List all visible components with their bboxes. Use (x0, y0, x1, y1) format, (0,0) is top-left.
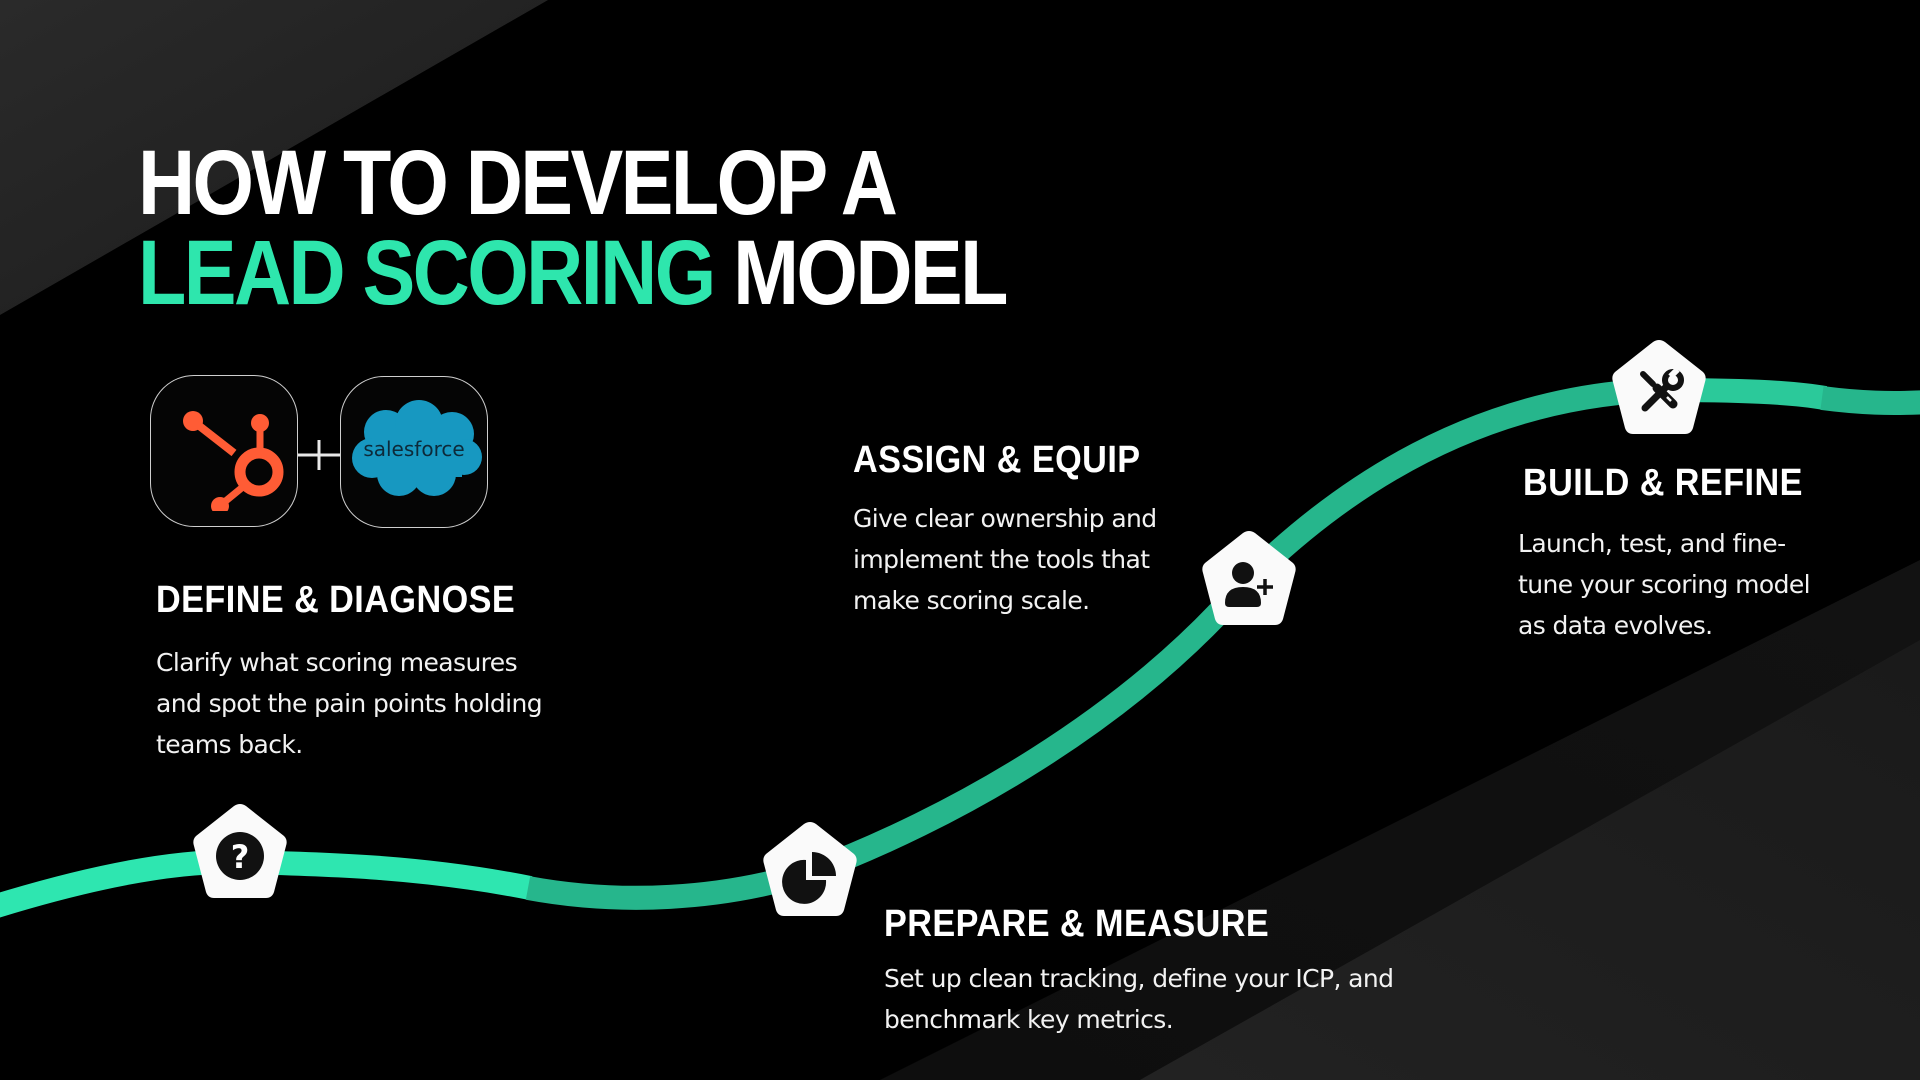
step-node-build (1609, 338, 1709, 438)
title-accent: LEAD SCORING (138, 222, 716, 324)
question-icon: ? (193, 804, 287, 898)
svg-text:salesforce: salesforce (363, 437, 464, 461)
step-desc-assign: Give clear ownership and implement the t… (853, 504, 1157, 615)
step-desc-define: Clarify what scoring measures and spot t… (156, 648, 543, 759)
add-user-icon (1202, 531, 1296, 625)
salesforce-logo-icon: salesforce (352, 400, 482, 496)
title-line-2: LEAD SCORING MODEL (138, 227, 1008, 319)
plus-icon (298, 440, 340, 470)
title-rest: MODEL (733, 222, 1008, 324)
hubspot-logo-card (150, 375, 298, 527)
tools-icon (1612, 340, 1706, 434)
page-title: HOW TO DEVELOP A LEAD SCORING MODEL (138, 132, 1147, 319)
hubspot-logo-icon (183, 411, 284, 511)
step-node-prepare (760, 820, 860, 920)
salesforce-logo-card: salesforce (340, 376, 488, 528)
svg-text:?: ? (231, 838, 250, 876)
title-line-1: HOW TO DEVELOP A (138, 132, 898, 234)
step-title-build: BUILD & REFINE (1523, 462, 1803, 504)
step-desc-prepare: Set up clean tracking, define your ICP, … (884, 964, 1394, 1034)
pie-chart-icon (763, 822, 857, 916)
step-title-assign: ASSIGN & EQUIP (853, 439, 1141, 481)
step-desc-build: Launch, test, and fine- tune your scorin… (1518, 529, 1811, 640)
step-title-define: DEFINE & DIAGNOSE (156, 579, 516, 621)
step-node-define: ? (190, 802, 290, 902)
step-node-assign (1199, 529, 1299, 629)
step-title-prepare: PREPARE & MEASURE (884, 903, 1270, 945)
